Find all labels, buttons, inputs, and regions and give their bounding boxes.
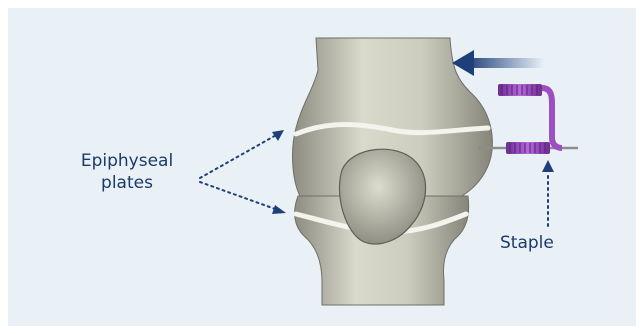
insertion-arrow xyxy=(452,50,544,76)
staple-label: Staple xyxy=(500,232,554,254)
epiphyseal-plates-label: Epiphyseal plates xyxy=(62,150,192,194)
epiphyseal-pointer-lower xyxy=(200,182,286,214)
epiphyseal-plates-label-line1: Epiphyseal xyxy=(62,150,192,172)
epiphyseal-plates-label-line2: plates xyxy=(62,172,192,194)
staple-pointer xyxy=(542,160,554,226)
staple-implant xyxy=(498,84,562,154)
epiphyseal-pointer-upper xyxy=(200,130,284,178)
